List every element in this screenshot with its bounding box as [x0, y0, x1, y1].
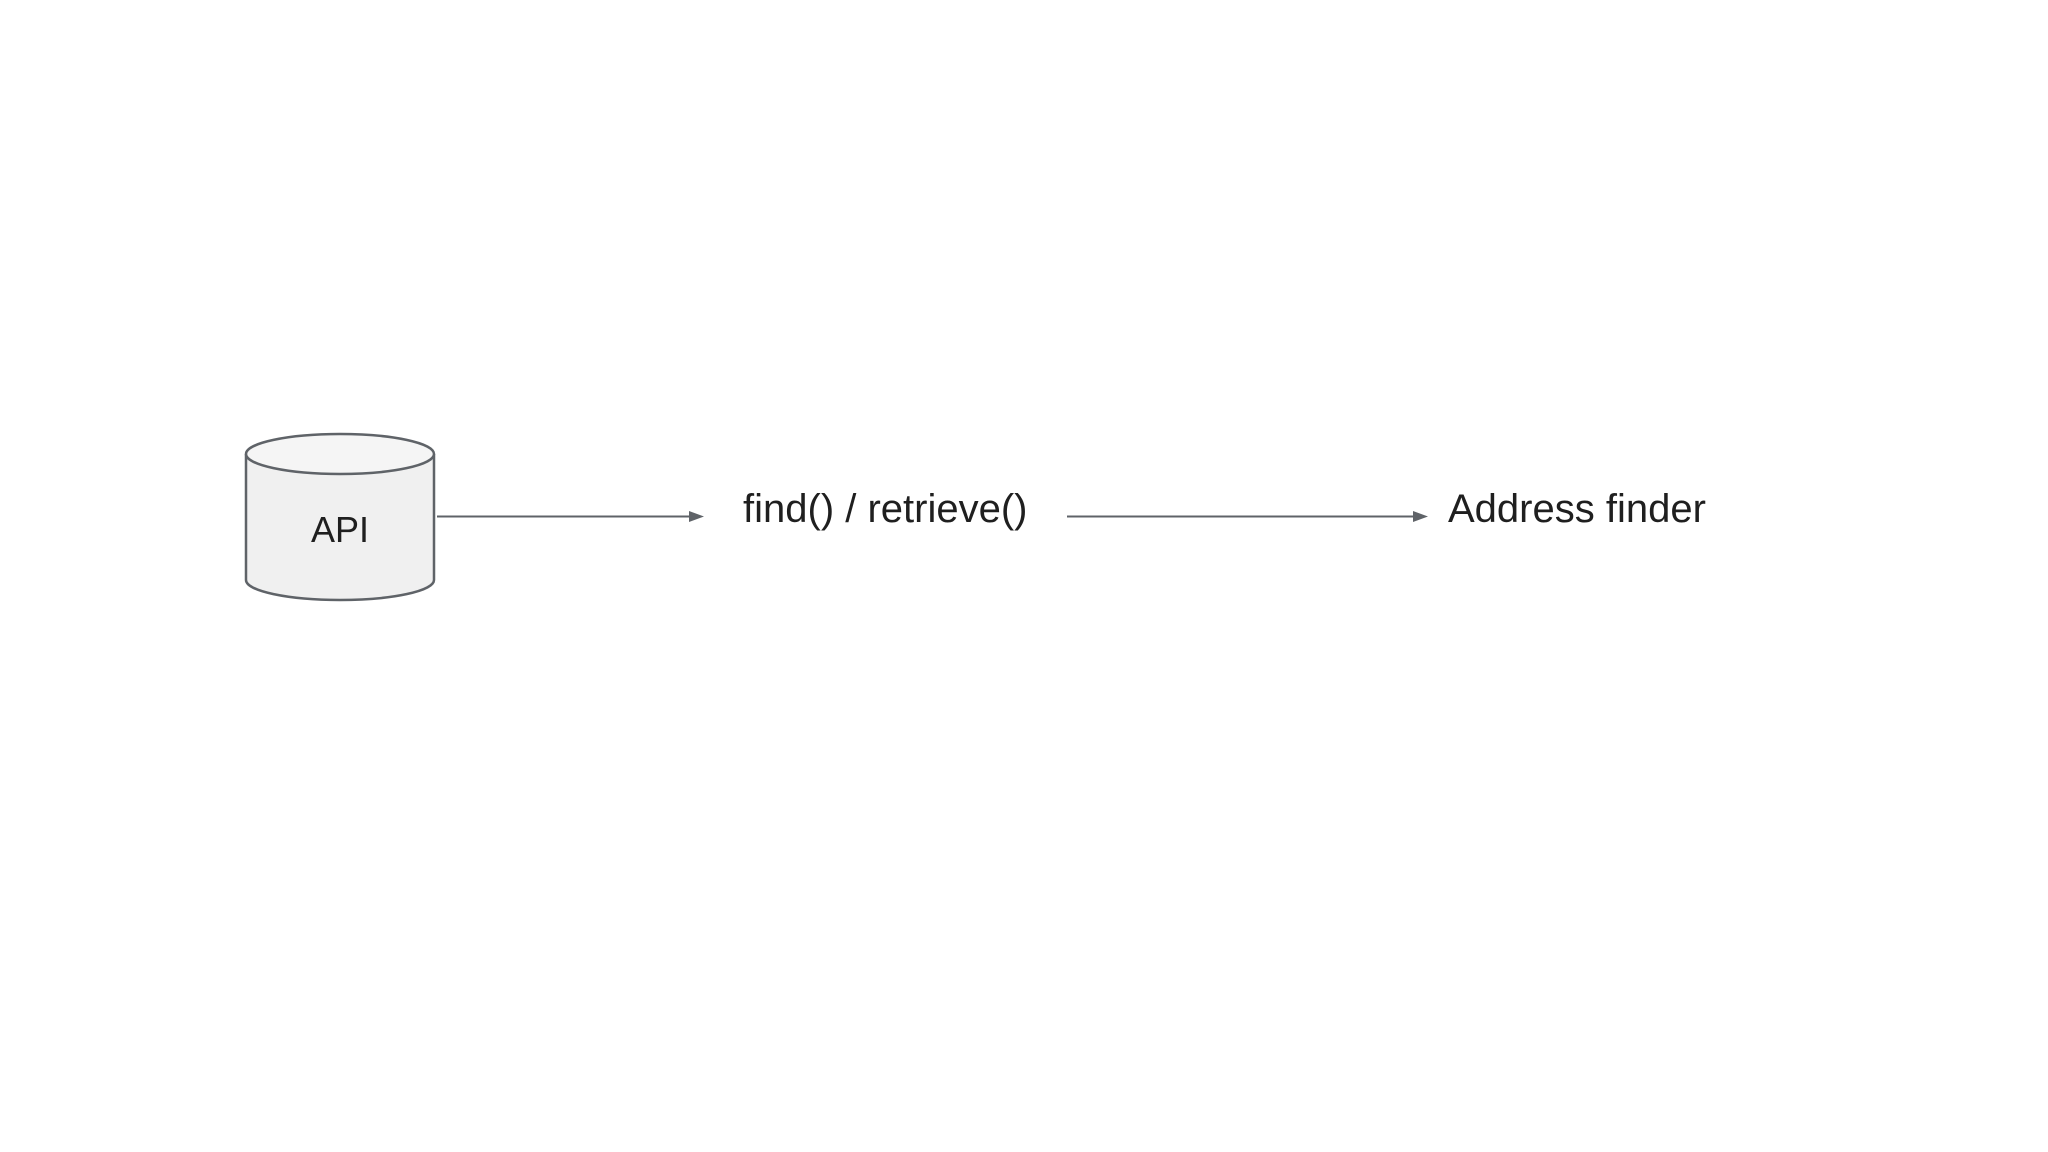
api-database-cylinder-icon	[244, 432, 436, 602]
api-node-label: API	[310, 509, 370, 550]
cylinder-body	[244, 454, 436, 602]
method-call-label: find() / retrieve()	[743, 487, 1028, 531]
cylinder-top-ellipse	[244, 432, 436, 476]
arrow-api-to-method-head-icon	[689, 511, 704, 522]
arrow-api-to-method	[437, 511, 704, 522]
address-finder-label: Address finder	[1448, 487, 1706, 531]
arrow-method-to-target	[1067, 511, 1428, 522]
arrow-method-to-target-head-icon	[1413, 511, 1428, 522]
